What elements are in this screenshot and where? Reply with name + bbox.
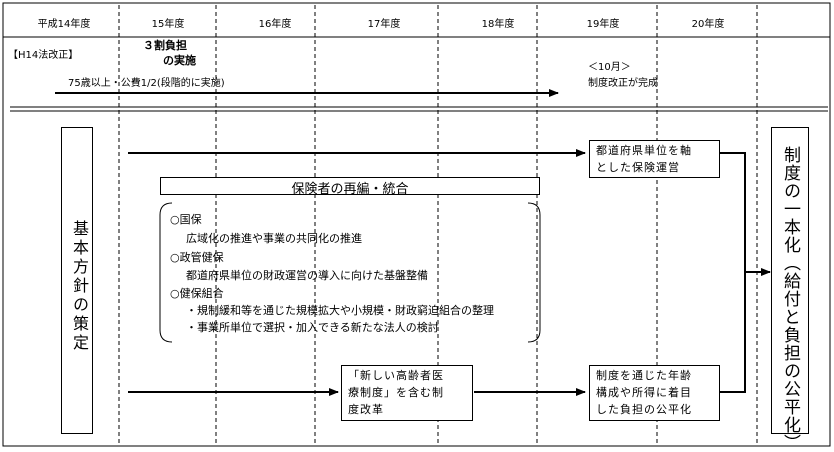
insurer-item-kokuho-detail: 広域化の推進や事業の共同化の推進	[186, 232, 362, 245]
prefecture-box-line1: 都道府県単位を軸	[596, 144, 692, 157]
elderly-system-box-line1: 「新しい高齢者医	[348, 369, 444, 382]
legal-revision-label: 【H14法改正】	[8, 48, 78, 61]
year-label-20: 20年度	[692, 17, 725, 30]
year-label-16: 16年度	[259, 17, 292, 30]
age-income-box-line3: した負担の公平化	[596, 403, 692, 416]
year-label-17: 17年度	[368, 17, 401, 30]
prefecture-box-line2: とした保険運営	[596, 161, 680, 174]
merge-connector	[720, 152, 746, 393]
insurer-reorg-title-box	[160, 177, 540, 195]
year-label-h14: 平成14年度	[38, 17, 91, 30]
insurer-reorg-title: 保険者の再編・統合	[291, 182, 409, 197]
unification-label: 制度の一本化（給付と負担の公平化）	[780, 146, 800, 452]
year-label-19: 19年度	[587, 17, 620, 30]
age-income-box-line2: 構成や所得に着目	[596, 386, 692, 399]
insurer-item-seikan-head: ○政管健保	[170, 251, 224, 264]
insurer-item-seikan-detail: 都道府県単位の財政運営の導入に向けた基盤整備	[186, 269, 428, 282]
age-income-box-line1: 制度を通じた年齢	[596, 369, 692, 382]
year-label-18: 18年度	[482, 17, 515, 30]
elderly-system-box-line2: 療制度」を含む制	[348, 386, 444, 399]
insurer-list-bracket-right	[527, 202, 541, 343]
copay-label-line2: の実施	[163, 53, 196, 67]
insurer-item-kenpo-head: ○健保組合	[170, 287, 224, 300]
october-label: ＜10月＞	[588, 61, 631, 73]
insurer-item-kenpo-detail-1: ・規制緩和等を通じた規模拡大や小規模・財政窮迫組合の整理	[186, 304, 494, 317]
system-revision-done-label: 制度改正が完成	[588, 76, 658, 89]
insurer-item-kenpo-detail-2: ・事業所単位で選択・加入できる新たな法人の検討	[186, 321, 439, 334]
unification-box	[771, 127, 809, 434]
age-income-box	[589, 365, 720, 421]
insurer-list-bracket-left	[159, 202, 173, 343]
copay-label-line1: ３割負担	[143, 38, 187, 52]
year-label-15: 15年度	[152, 17, 185, 30]
age-public-label: 75歳以上・公費1/2(段階的に実施)	[68, 76, 225, 89]
insurer-item-kokuho-head: ○国保	[170, 213, 202, 226]
basic-policy-label: 基本方針の策定	[70, 220, 89, 353]
basic-policy-box	[61, 127, 93, 434]
elderly-system-box	[341, 365, 473, 421]
elderly-system-box-line3: 度改革	[348, 403, 384, 416]
prefecture-box	[589, 140, 720, 178]
outer-frame	[2, 2, 831, 447]
